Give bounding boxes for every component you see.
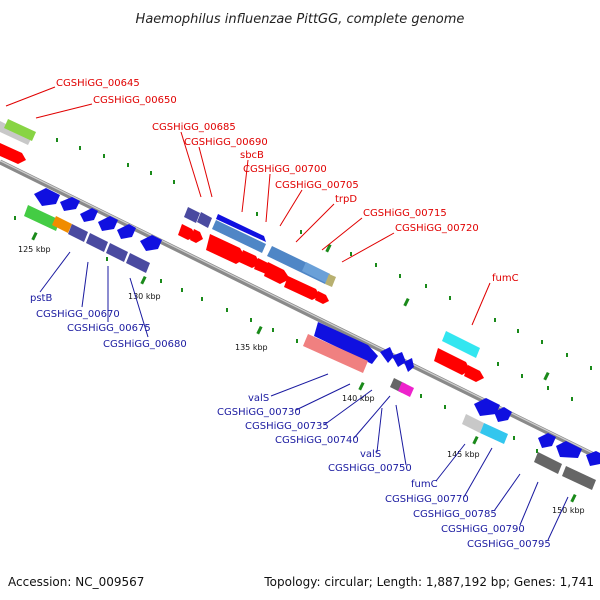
scale-label-130: 130 kbp <box>128 292 161 301</box>
feature-cog-purple-00680b <box>126 253 150 273</box>
label-cgshigg-00730: CGSHiGG_00730 <box>217 407 301 418</box>
feature-cog-purple-00670 <box>68 224 88 242</box>
scale-label-145: 145 kbp <box>447 450 480 459</box>
label-fumc-reverse: fumC <box>411 479 438 490</box>
label-fumc-forward: fumC <box>492 273 519 284</box>
feature-cds-rev-00790 <box>556 441 582 458</box>
label-cgshigg-00770: CGSHiGG_00770 <box>385 494 469 505</box>
scale-label-125: 125 kbp <box>18 245 51 254</box>
feature-cog-grey-00785 <box>534 452 562 474</box>
feature-cds-00645 <box>0 143 26 164</box>
label-pstb: pstB <box>30 293 52 304</box>
feature-cds-00700b <box>239 250 260 268</box>
feature-cog-pink-valS <box>303 334 368 373</box>
feature-cog-steelblue-trpD <box>302 262 330 283</box>
topology-text: Topology: circular; Length: 1,887,192 bp… <box>263 575 594 589</box>
feature-cog-green <box>4 119 36 141</box>
feature-cog-grey-00790 <box>562 466 596 490</box>
label-cgshigg-00690: CGSHiGG_00690 <box>184 137 268 148</box>
label-vals-1: valS <box>248 393 269 404</box>
feature-cds-00700 <box>206 234 246 264</box>
label-cgshigg-00670: CGSHiGG_00670 <box>36 309 120 320</box>
reverse-features <box>24 188 600 490</box>
feature-cog-purple-00680 <box>106 243 128 262</box>
feature-cog-green-pstB <box>24 205 60 231</box>
feature-cds-rev-00785 <box>538 433 556 448</box>
feature-cds-r2 <box>190 229 203 243</box>
label-cgshigg-00650: CGSHiGG_00650 <box>93 95 177 106</box>
feature-cds-00735 <box>392 352 406 367</box>
label-cgshigg-00720: CGSHiGG_00720 <box>395 223 479 234</box>
feature-cds-rev-fumC <box>474 398 500 416</box>
feature-cog-blue-sbcB <box>216 214 266 242</box>
label-cgshigg-00680: CGSHiGG_00680 <box>103 339 187 350</box>
label-cgshigg-00750: CGSHiGG_00750 <box>328 463 412 474</box>
scale-label-135: 135 kbp <box>235 343 268 352</box>
label-cgshigg-00715: CGSHiGG_00715 <box>363 208 447 219</box>
feature-cds-fumC <box>434 348 470 375</box>
feature-cds-rev-1 <box>34 188 60 206</box>
feature-cds-fumC-b <box>464 365 484 382</box>
feature-cds-rev-5 <box>117 224 136 239</box>
feature-cds-00705 <box>264 262 290 284</box>
label-cgshigg-00790: CGSHiGG_00790 <box>441 524 525 535</box>
feature-cds-rev-6 <box>140 235 162 251</box>
forward-leaders <box>5 86 491 326</box>
reverse-leaders <box>39 251 569 541</box>
label-cgshigg-00700: CGSHiGG_00700 <box>243 164 327 175</box>
feature-cog-khaki <box>325 274 336 287</box>
feature-cog-silver <box>462 414 484 433</box>
feature-cds-rev-4 <box>98 216 118 231</box>
label-cgshigg-00645: CGSHiGG_00645 <box>56 78 140 89</box>
feature-cds-00730 <box>380 347 394 363</box>
gc-ticks <box>14 138 592 453</box>
feature-cds-trpD <box>284 276 320 300</box>
feature-cog-purple-00675 <box>86 233 108 252</box>
label-cgshigg-00735: CGSHiGG_00735 <box>245 421 329 432</box>
feature-cds-rev-2 <box>60 197 80 211</box>
feature-cog-cyan-fumC <box>442 331 480 358</box>
feature-cds-00715 <box>315 291 329 304</box>
label-trpd: trpD <box>335 194 357 205</box>
label-cgshigg-00785: CGSHiGG_00785 <box>413 509 497 520</box>
genome-backbone <box>0 159 600 461</box>
feature-cds-rev-3 <box>80 208 98 222</box>
feature-cds-rev-fumC-b <box>494 407 512 422</box>
label-vals-2: valS <box>360 449 381 460</box>
feature-cog-cyan-rev <box>480 423 508 444</box>
label-sbcb: sbcB <box>240 150 264 161</box>
scale-label-150: 150 kbp <box>552 506 585 515</box>
feature-cog-purple-1 <box>184 207 200 223</box>
feature-cog-orange <box>52 216 72 233</box>
map-title: Haemophilus influenzae PittGG, complete … <box>136 12 465 27</box>
label-cgshigg-00675: CGSHiGG_00675 <box>67 323 151 334</box>
feature-cds-valS <box>314 322 378 364</box>
accession-text: Accession: NC_009567 <box>8 575 144 589</box>
scale-ticks <box>31 231 577 503</box>
feature-cog-purple-2 <box>197 212 212 228</box>
label-cgshigg-00795: CGSHiGG_00795 <box>467 539 551 550</box>
scale-label-140: 140 kbp <box>342 394 375 403</box>
label-cgshigg-00685: CGSHiGG_00685 <box>152 122 236 133</box>
forward-features <box>0 119 484 382</box>
feature-cog-magenta <box>398 382 414 397</box>
feature-cds-00740 <box>404 358 414 372</box>
feature-cog-steelblue-sbcB <box>212 220 266 253</box>
label-cgshigg-00740: CGSHiGG_00740 <box>275 435 359 446</box>
label-cgshigg-00705: CGSHiGG_00705 <box>275 180 359 191</box>
feature-cds-rev-00795 <box>586 451 600 466</box>
